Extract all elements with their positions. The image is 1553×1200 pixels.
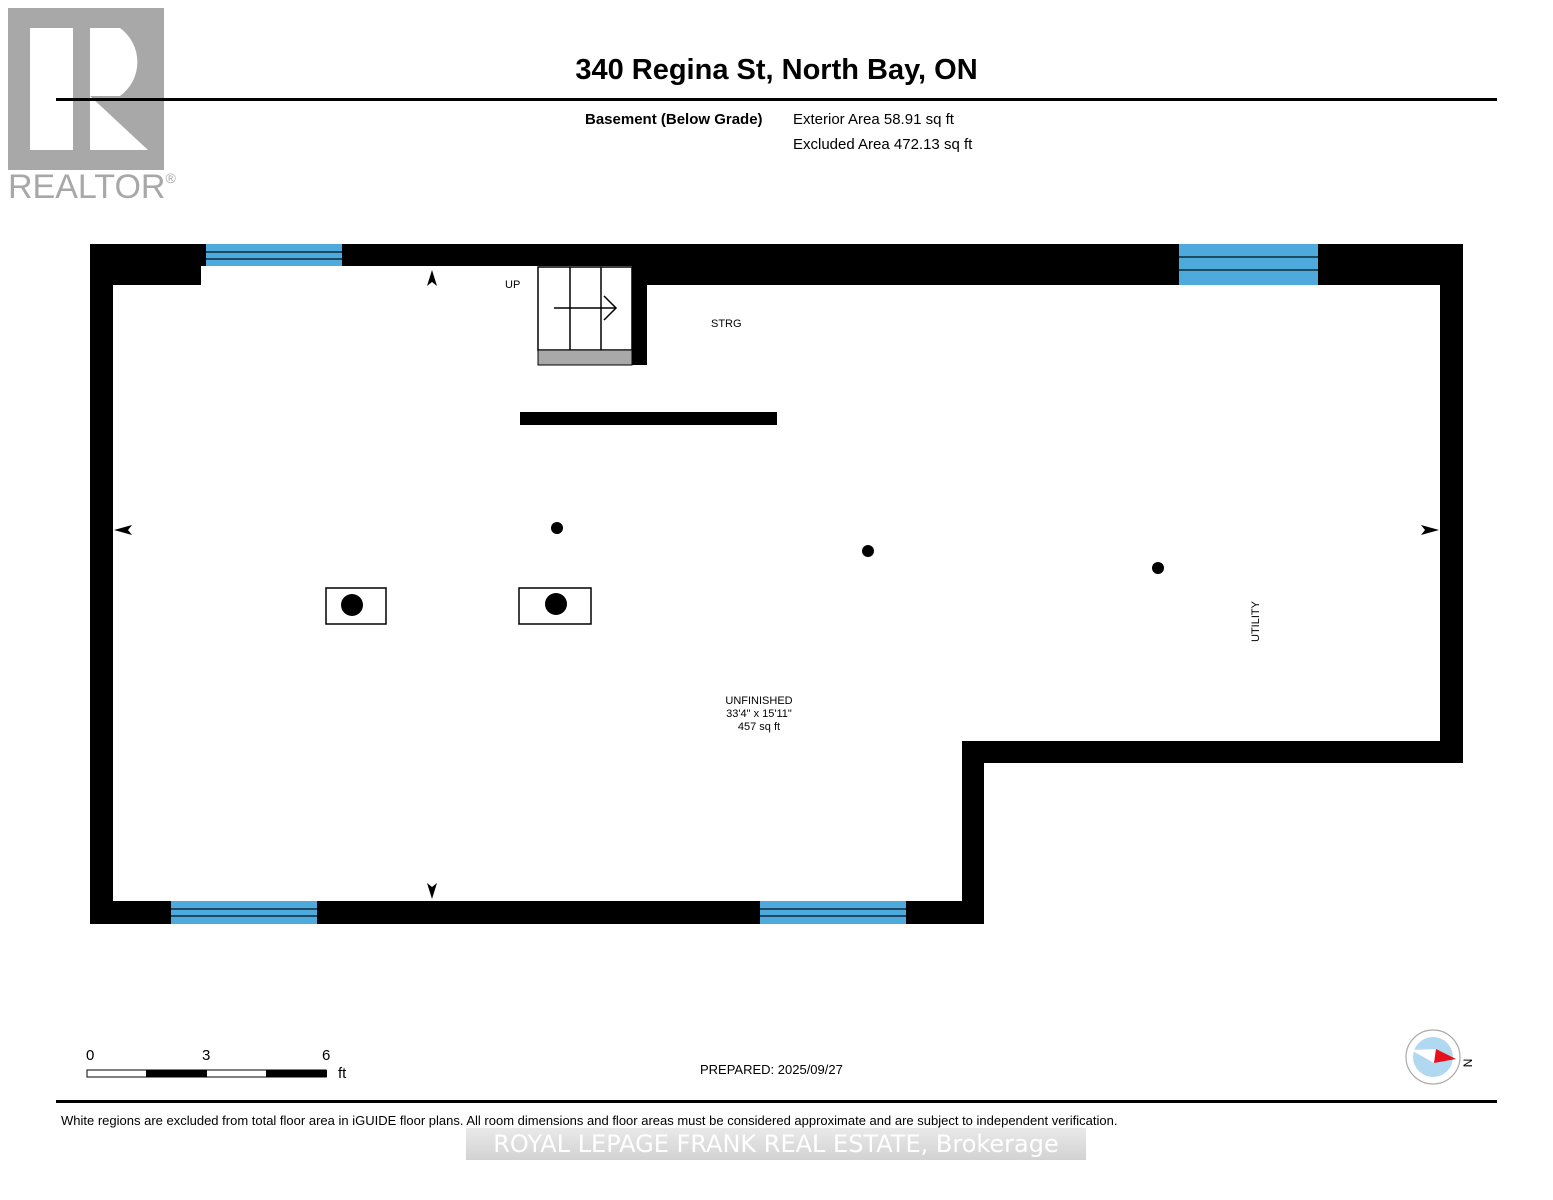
property-address-title: 340 Regina St, North Bay, ON: [575, 54, 978, 86]
window-top-right: [1179, 244, 1318, 285]
excluded-area: Excluded Area 472.13 sq ft: [793, 136, 973, 153]
room-label-storage: STRG: [711, 318, 742, 330]
scale-tick-0: 0: [86, 1047, 95, 1064]
realtor-r-icon: [30, 28, 148, 150]
walls: [90, 244, 1463, 924]
window-top-left: [206, 244, 342, 266]
room-label-utility: UTILITY: [1249, 601, 1262, 642]
room-area: 457 sq ft: [737, 721, 781, 733]
exterior-area: Exterior Area 58.91 sq ft: [793, 111, 954, 128]
scale-unit: ft: [338, 1065, 347, 1082]
room-label-unfinished: UNFINISHED 33'4" x 15'11" 457 sq ft: [700, 695, 818, 734]
windows: [171, 244, 1318, 924]
disclaimer-text: White regions are excluded from total fl…: [61, 1113, 1118, 1128]
brokerage-watermark: ROYAL LEPAGE FRANK REAL ESTATE, Brokerag…: [466, 1128, 1086, 1160]
realtor-logo: [8, 8, 164, 170]
support-posts: [551, 522, 1164, 574]
room-name: UNFINISHED: [725, 695, 793, 707]
floor-drains: [325, 587, 592, 625]
level-label: Basement (Below Grade): [585, 111, 763, 128]
scale-bar: [86, 1069, 327, 1078]
scale-tick-6: 6: [322, 1047, 331, 1064]
compass-icon: [1405, 1029, 1461, 1085]
scale-tick-3: 3: [202, 1047, 211, 1064]
camera-markers: [114, 270, 1439, 899]
window-bottom-middle: [760, 901, 906, 924]
room-dimensions: 33'4" x 15'11": [726, 708, 792, 720]
window-bottom-left: [171, 901, 317, 924]
prepared-date: PREPARED: 2025/09/27: [700, 1062, 843, 1077]
realtor-wordmark: REALTOR®: [8, 168, 176, 206]
stairs-up-label: UP: [505, 279, 521, 291]
compass-north-label: N: [1460, 1058, 1475, 1068]
header-divider: [56, 98, 1497, 101]
footer-divider: [56, 1100, 1497, 1103]
stairs: [537, 266, 633, 366]
